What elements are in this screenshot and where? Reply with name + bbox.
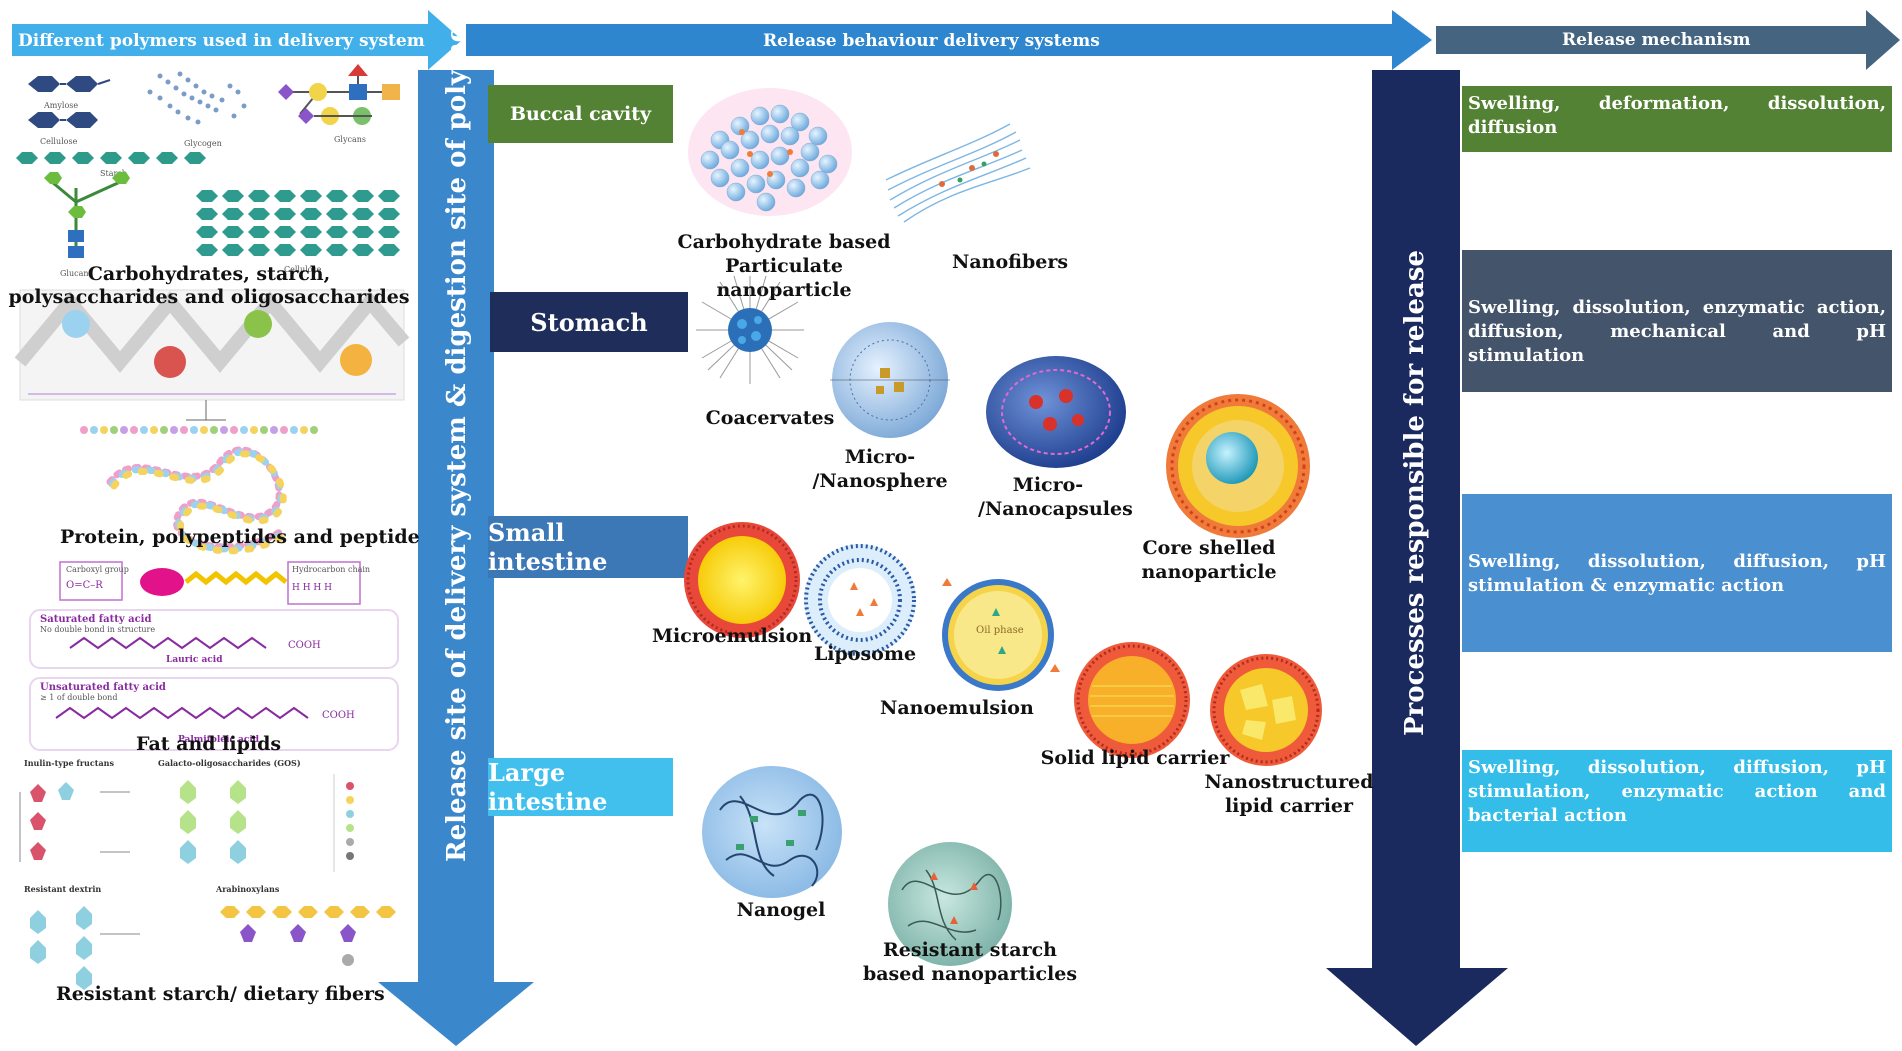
folded-protein (106, 446, 288, 555)
saturated-fatty-acid: Saturated fatty acid No double bond in s… (29, 609, 399, 669)
glucan-structure: Glucan (44, 172, 130, 278)
unsaturated-note: ≥ 1 of double bond (40, 693, 117, 702)
mechanism-buccal: Swelling, deformation, dissolution, diff… (1462, 86, 1892, 152)
oil-phase-label: Oil phase (976, 625, 1024, 636)
carboxyl-label: Carboxyl group (66, 565, 129, 574)
nanoemulsion-graphic: Oil phase (942, 578, 1060, 691)
caption-liposome: Liposome (813, 643, 917, 665)
vertical-label-processes: Processes responsible for release (1400, 250, 1430, 736)
microsphere-graphic (830, 322, 950, 438)
resistant-dextrin-panel: Resistant dextrin (24, 884, 140, 990)
inulin-panel: Inulin-type fructans (19, 758, 130, 862)
palmitoleic-label: Palmitoleic acid (178, 735, 260, 745)
caption-rs-np: Resistant starch based nanoparticles (862, 939, 1078, 985)
header-release-mechanism-label: Release mechanism (1562, 30, 1751, 50)
site-buccal-cavity: Buccal cavity (488, 85, 673, 143)
cellulose-label-2: Cellulose (284, 265, 322, 274)
amylose-structure: Amylose Cellulose (28, 76, 111, 146)
starch-structure: Starch (16, 152, 206, 178)
cellulose-structure: Cellulose (196, 190, 400, 274)
resistant-starch-np-graphic (888, 842, 1012, 966)
liposome-graphic (804, 544, 916, 656)
glycogen-label: Glycogen (184, 139, 222, 148)
mechanism-stomach: Swelling, dissolution, enzymatic action,… (1462, 250, 1892, 392)
header-release-behaviour-label: Release behaviour delivery systems (763, 31, 1100, 51)
lauric-label: Lauric acid (166, 655, 223, 665)
caption-microemulsion: Microemulsion (652, 625, 813, 647)
polymer-illustrations: Amylose Cellulose Glycogen Glycans (14, 64, 410, 990)
peptide-structure (14, 289, 410, 421)
svg-text:H H H H: H H H H (292, 583, 332, 593)
cooh-label-1: COOH (288, 640, 321, 651)
header-arrow-polymers (12, 10, 462, 70)
caption-fibers: Resistant starch/ dietary fibers (56, 983, 385, 1005)
cellulose-label-1: Cellulose (40, 137, 78, 146)
nanoparticle-illustrations: Oil phase (684, 88, 1322, 966)
coacervates-graphic (696, 275, 804, 384)
caption-coacervates: Coacervates (705, 407, 835, 429)
caption-microsphere: Micro- /Nanosphere (812, 446, 948, 492)
unsaturated-title: Unsaturated fatty acid (40, 682, 166, 693)
vertical-label-release-site: Release site of delivery system & digest… (442, 0, 472, 862)
caption-carbohydrates: Carbohydrates, starch, polysaccharides a… (2, 263, 416, 309)
microcapsules-graphic (986, 356, 1126, 468)
svg-text:O=C–R: O=C–R (66, 580, 103, 591)
saturated-note: No double bond in structure (40, 625, 155, 634)
starch-label: Starch (100, 169, 127, 178)
caption-nlc: Nanostructured lipid carrier (1204, 771, 1374, 817)
vertical-arrow-processes (1326, 70, 1508, 1046)
caption-nanogel: Nanogel (736, 899, 826, 921)
site-stomach: Stomach (490, 292, 688, 352)
caption-core-shelled: Core shelled nanoparticle (1141, 537, 1277, 583)
gos-panel: Galacto-oligosaccharides (GOS) (158, 758, 354, 872)
caption-fat: Fat and lipids (136, 733, 282, 755)
header-arrow-release-behaviour (466, 10, 1432, 70)
nanofibers-graphic (885, 123, 1031, 223)
core-shelled-graphic (1166, 394, 1310, 538)
site-small-intestine: Small intestine (488, 516, 688, 578)
saturated-title: Saturated fatty acid (40, 614, 151, 625)
glucan-label: Glucan (60, 269, 89, 278)
glycans-label: Glycans (334, 135, 366, 144)
inulin-label: Inulin-type fructans (24, 758, 114, 768)
mechanism-large-intestine: Swelling, dissolution, diffusion, pH sti… (1462, 750, 1892, 852)
caption-slc: Solid lipid carrier (1040, 747, 1230, 769)
header-arrow-release-mechanism (1436, 10, 1900, 70)
polypeptide-beads (80, 426, 318, 434)
caption-carbohydrates-text: Carbohydrates, starch, polysaccharides a… (8, 263, 410, 308)
solid-lipid-carrier-graphic (1074, 642, 1190, 758)
nanogel-graphic (702, 766, 842, 898)
nlc-graphic (1210, 654, 1322, 766)
carbohydrate-nanoparticle-graphic (688, 88, 852, 216)
resistant-dextrin-label: Resistant dextrin (24, 884, 101, 894)
cooh-label-2: COOH (322, 710, 355, 721)
glycans-structure: Glycans (278, 64, 400, 144)
arabinoxylans-panel: Arabinoxylans (215, 884, 396, 966)
gos-label: Galacto-oligosaccharides (GOS) (158, 758, 301, 768)
hydrocarbon-label: Hydrocarbon chain (292, 565, 370, 574)
site-large-intestine: Large intestine (488, 758, 673, 816)
caption-carb-np: Carbohydrate based Particulate nanoparti… (677, 231, 891, 301)
caption-protein: Protein, polypeptides and peptide (60, 526, 420, 548)
fatty-acid-general: Carboxyl group O=C–R Hydrocarbon chain H… (59, 561, 370, 605)
header-polymers-label: Different polymers used in delivery syst… (18, 31, 425, 51)
mechanism-small-intestine: Swelling, dissolution, diffusion, pH sti… (1462, 494, 1892, 652)
caption-microcapsules: Micro- /Nanocapsules (978, 474, 1133, 520)
caption-nanoemulsion: Nanoemulsion (880, 697, 1034, 719)
unsaturated-fatty-acid: Unsaturated fatty acid ≥ 1 of double bon… (29, 677, 399, 751)
microemulsion-graphic (684, 522, 800, 638)
arabinoxylans-label: Arabinoxylans (215, 884, 280, 894)
amylose-label: Amylose (43, 101, 78, 110)
caption-nanofibers: Nanofibers (951, 251, 1069, 273)
glycogen-structure: Glycogen (147, 71, 247, 148)
vertical-arrow-release-site (378, 70, 534, 1046)
